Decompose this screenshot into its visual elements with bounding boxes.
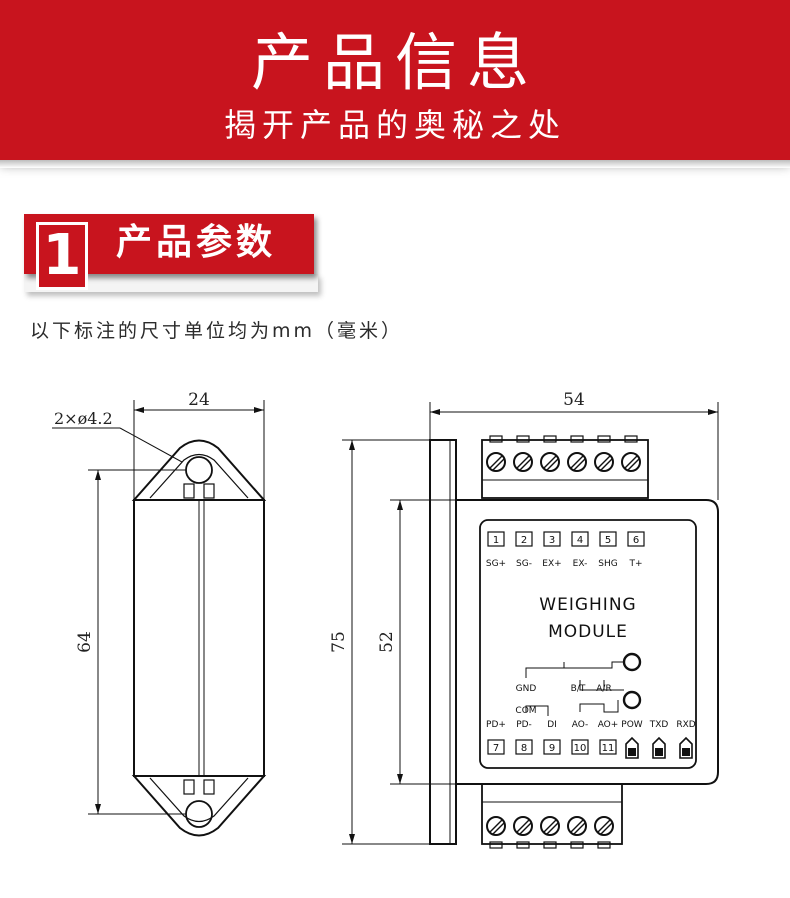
banner-title: 产品信息 — [250, 26, 539, 99]
terminal-number: 5 — [605, 535, 611, 546]
led-label: TXD — [649, 720, 669, 730]
terminal-label: T+ — [628, 559, 642, 569]
com-label: COM — [515, 706, 536, 716]
top-screw-terminal — [540, 435, 560, 472]
dimension-drawing: 24 2×ø4.2 64 — [52, 390, 719, 849]
terminal-4: 4EX- — [571, 531, 589, 569]
section-title: 产品参数 — [116, 222, 277, 263]
terminal-6: 6T+ — [627, 531, 645, 569]
top-screw-terminals — [486, 435, 641, 472]
terminal-label: EX+ — [542, 559, 561, 569]
terminal-number: 11 — [602, 743, 615, 754]
top-screw-terminal — [621, 435, 641, 472]
terminal-number: 1 — [493, 535, 499, 546]
terminal-label: DI — [547, 720, 557, 730]
terminal-2: 2SG- — [515, 531, 533, 569]
section-underlay — [24, 274, 318, 292]
terminal-number: 9 — [549, 743, 555, 754]
bottom-screw-terminal — [486, 816, 506, 849]
front-width-label: 54 — [563, 390, 585, 410]
gnd-label: GND — [516, 684, 537, 694]
terminal-number: 10 — [574, 743, 587, 754]
bottom-terminal-labels: 7 PD+ 8 PD- 9 DI 10 AO- 11 AO+ — [486, 720, 619, 755]
led-indicator-icon — [625, 736, 639, 759]
hole-spacing-label: 64 — [75, 631, 95, 653]
terminal-number: 3 — [549, 535, 555, 546]
led-core — [655, 748, 663, 756]
side-view — [52, 400, 267, 837]
bottom-screw-terminal — [540, 816, 560, 849]
terminal-label: SG+ — [486, 559, 506, 569]
terminal-3: 3EX+ — [542, 531, 562, 569]
terminal-10: 10 AO- — [571, 720, 589, 755]
led-txd: TXD — [649, 720, 669, 759]
hole-note-label: 2×ø4.2 — [54, 409, 113, 428]
unit-note: 以下标注的尺寸单位均为mm（毫米） — [30, 320, 404, 342]
module-name-line1: WEIGHING — [539, 595, 636, 615]
side-width-label: 24 — [188, 390, 210, 410]
terminal-label: PD- — [516, 720, 532, 730]
terminal-number: 7 — [493, 743, 499, 754]
ar-label: A/R — [596, 684, 611, 694]
terminal-label: SG- — [516, 559, 532, 569]
bottom-screw-terminal — [513, 816, 533, 849]
top-screw-terminal — [513, 435, 533, 472]
led-rxd: RXD — [676, 720, 696, 759]
banner-shadow-divider — [0, 160, 790, 168]
top-screw-terminal — [486, 435, 506, 472]
bottom-screw-terminal — [567, 816, 587, 849]
terminal-1: 1SG+ — [486, 531, 506, 569]
total-height-label: 75 — [329, 631, 349, 653]
terminal-number: 8 — [521, 743, 527, 754]
led-label: RXD — [676, 720, 695, 730]
front-view — [342, 402, 719, 845]
top-screw-terminal — [594, 435, 614, 472]
led-core — [682, 748, 690, 756]
led-core — [628, 748, 636, 756]
terminal-9: 9 DI — [543, 720, 561, 755]
section-number-box — [36, 222, 88, 290]
terminal-label: SHG — [598, 559, 617, 569]
led-indicator-icon — [679, 736, 693, 759]
led-pow: POW — [621, 720, 643, 759]
top-screw-terminal — [567, 435, 587, 472]
terminal-label: AO- — [572, 720, 589, 730]
terminal-7: 7 PD+ — [486, 720, 506, 755]
terminal-number: 4 — [577, 535, 583, 546]
terminal-number: 6 — [633, 535, 639, 546]
terminal-number: 2 — [521, 535, 527, 546]
terminal-label: EX- — [573, 559, 588, 569]
bottom-screw-terminal — [594, 816, 614, 849]
status-led-row: POW TXD RXD — [621, 720, 696, 759]
banner-subtitle: 揭开产品的奥秘之处 — [223, 106, 566, 144]
led-indicator-icon — [652, 736, 666, 759]
led-label: POW — [621, 720, 643, 730]
terminal-label: PD+ — [486, 720, 506, 730]
terminal-11: 11 AO+ — [598, 720, 619, 755]
section-number: 1 — [42, 223, 82, 288]
bottom-screw-terminals — [486, 816, 614, 849]
terminal-label: AO+ — [598, 720, 619, 730]
bt-label: B/T — [571, 684, 586, 694]
body-height-label: 52 — [377, 631, 397, 653]
section-heading: 1 产品参数 — [24, 214, 320, 294]
module-name-line2: MODULE — [548, 622, 628, 642]
terminal-8: 8 PD- — [515, 720, 533, 755]
header-banner: 产品信息 揭开产品的奥秘之处 — [0, 0, 790, 160]
